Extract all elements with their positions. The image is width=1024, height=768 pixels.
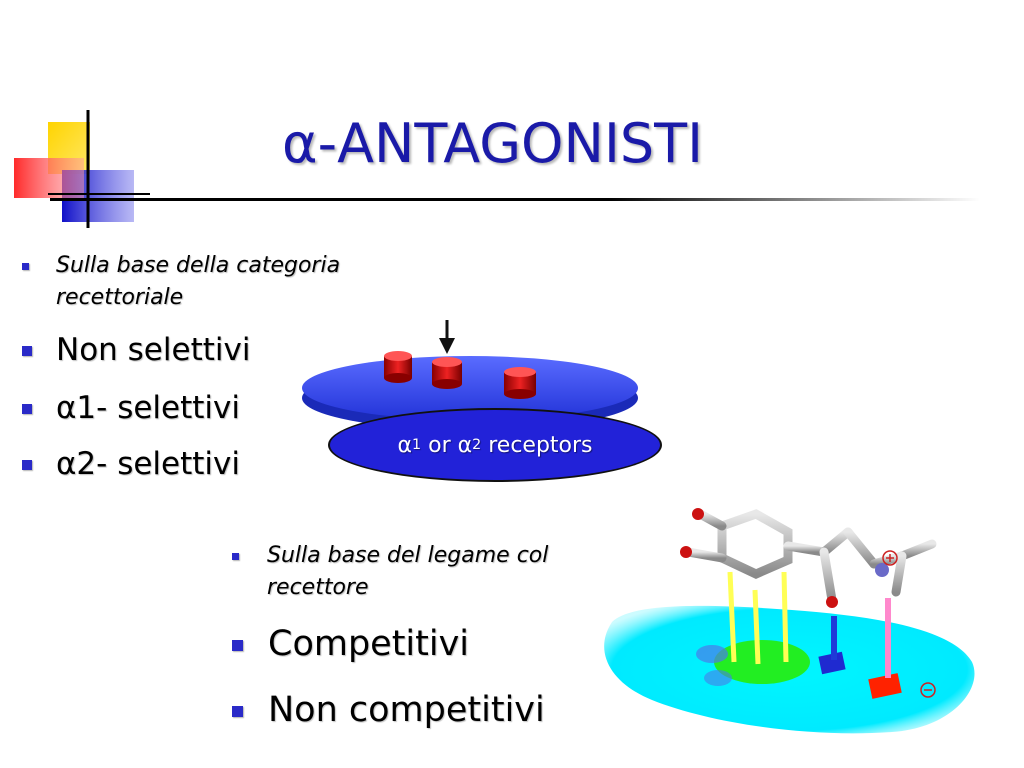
section1-heading-line1: Sulla base della categoria	[56, 253, 341, 278]
item-competitivi: Competitivi	[268, 624, 470, 664]
alpha-symbol: α	[397, 432, 412, 458]
bullet-square-icon	[22, 346, 32, 356]
item-non-selettivi: Non selettivi	[56, 332, 251, 368]
subscript: 1	[412, 437, 422, 453]
bullet-square-icon	[22, 263, 29, 270]
list-item: Competitivi	[232, 622, 469, 666]
list-item: α2- selettivi	[22, 444, 240, 484]
corner-decoration	[14, 110, 150, 228]
alpha-symbol: α	[457, 432, 473, 458]
bullet-square-icon	[232, 553, 239, 560]
down-arrow-icon	[439, 320, 455, 354]
receptor-cylinder	[432, 357, 462, 389]
section2-heading: Sulla base del legame col recettore	[232, 540, 548, 604]
bullet-square-icon	[232, 706, 243, 717]
receptor-disk-illustration	[302, 320, 638, 430]
receptor-cylinder	[384, 351, 412, 383]
section2-heading-line1: Sulla base del legame col	[267, 543, 549, 568]
title-underline	[50, 198, 980, 201]
molecule-illustration	[604, 508, 975, 734]
item-alpha2-selettivi: α2- selettivi	[56, 446, 240, 482]
item-non-competitivi: Non competitivi	[268, 690, 545, 730]
section1-heading-line2: recettoriale	[56, 285, 184, 310]
molecule-binding-diagram	[592, 492, 994, 748]
plus-charge-icon	[882, 550, 898, 566]
list-item: Non competitivi	[232, 688, 545, 732]
minus-charge-icon	[920, 682, 936, 698]
section1-heading: Sulla base della categoria recettoriale	[22, 250, 340, 314]
subscript: 2	[472, 437, 482, 453]
label-suffix: receptors	[481, 432, 593, 458]
bullet-square-icon	[232, 640, 243, 651]
list-item: Non selettivi	[22, 330, 250, 370]
slide-title: α-ANTAGONISTI	[282, 112, 704, 175]
label-or: or	[421, 432, 458, 458]
list-item: α1- selettivi	[22, 388, 240, 428]
section2-heading-line2: recettore	[267, 575, 369, 600]
receptor-cylinder	[504, 367, 536, 399]
bullet-square-icon	[22, 404, 32, 414]
bullet-square-icon	[22, 460, 32, 470]
item-alpha1-selettivi: α1- selettivi	[56, 390, 240, 426]
